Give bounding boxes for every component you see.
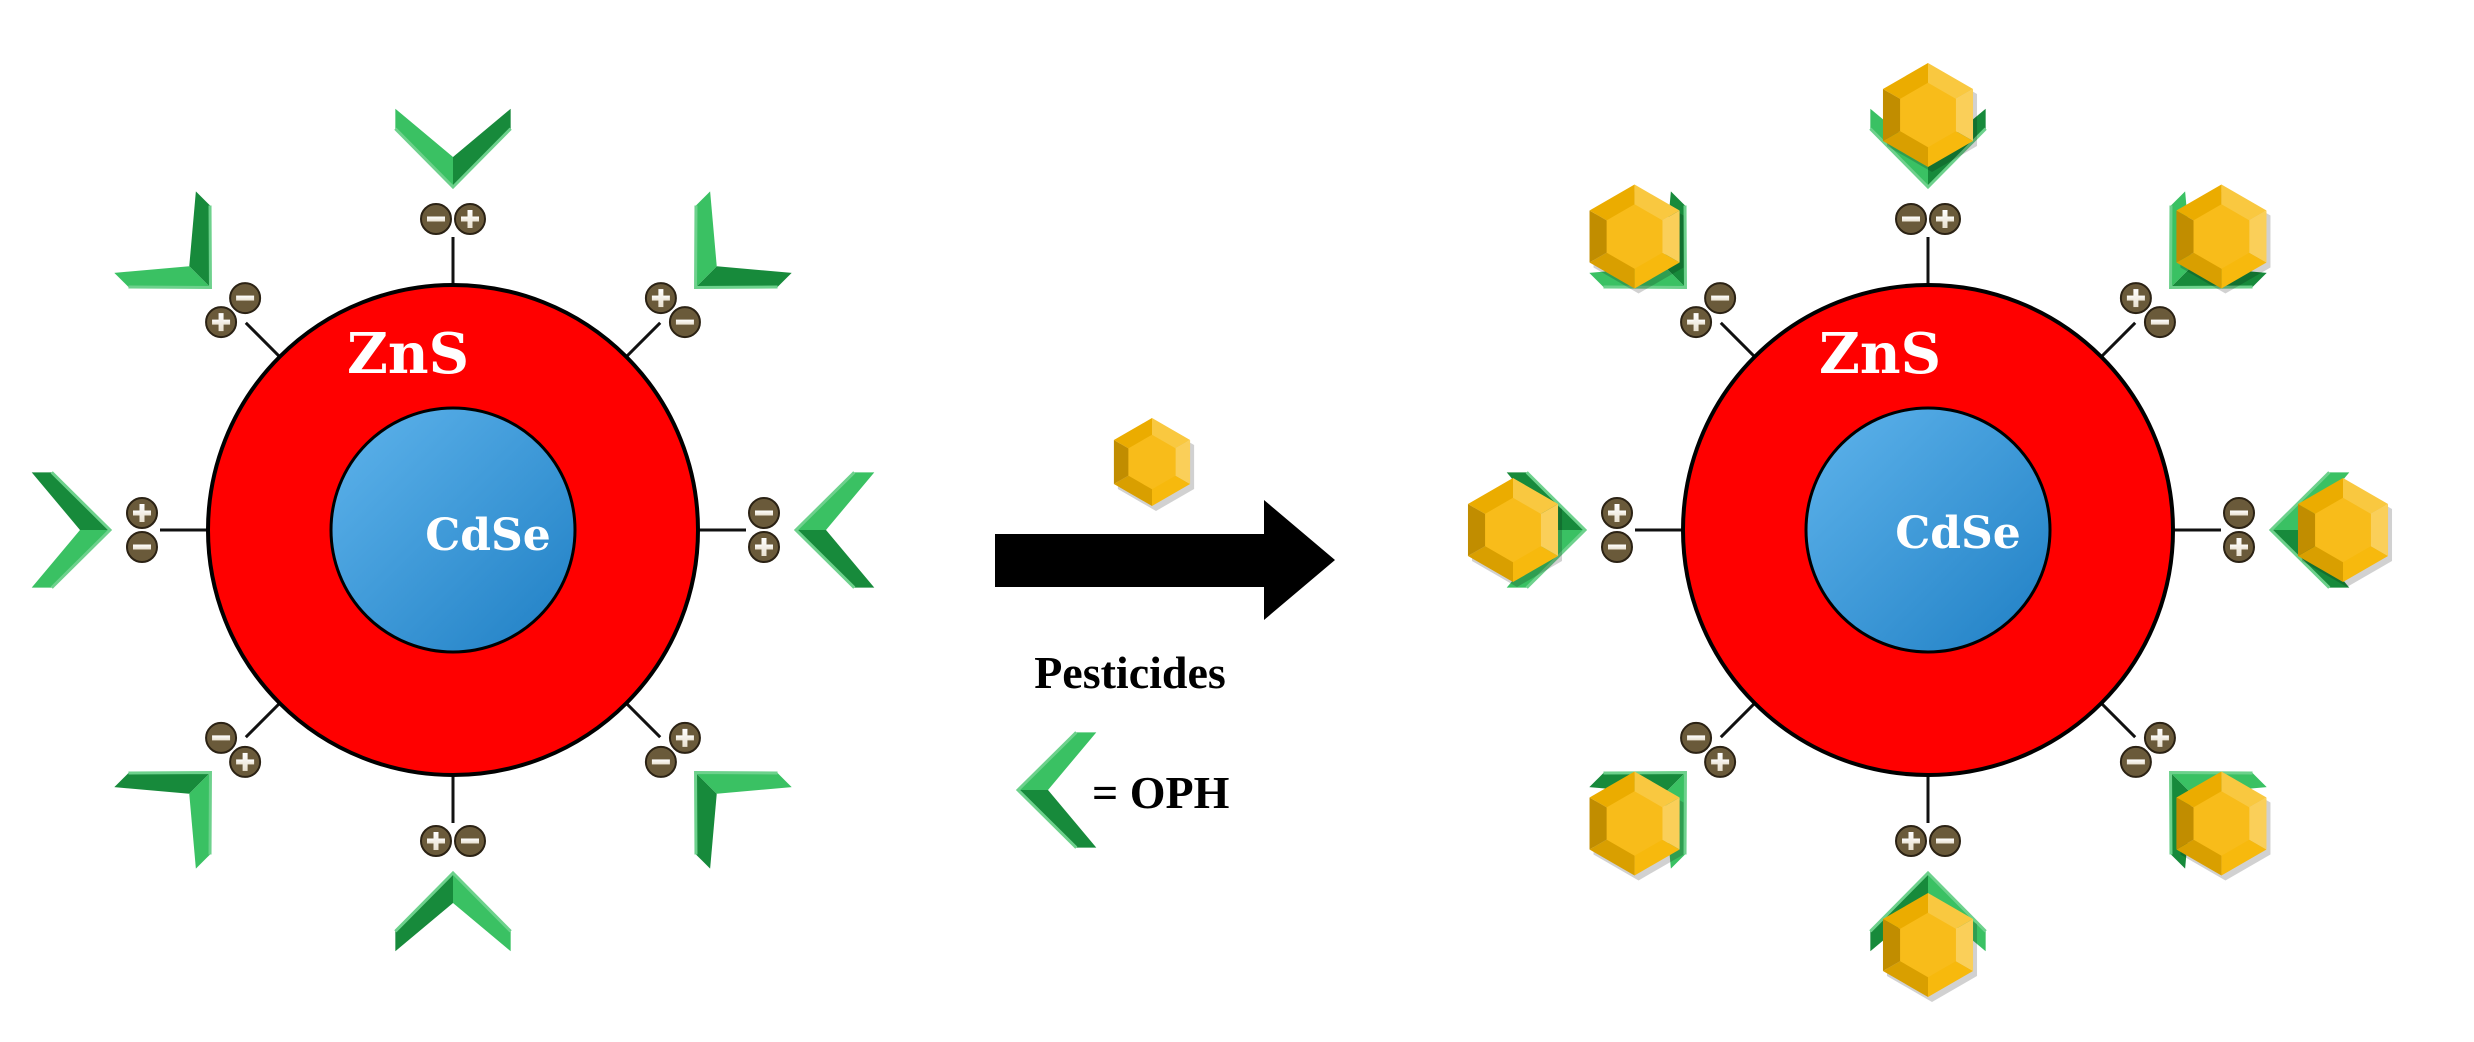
charge-minus-icon [2143, 306, 2176, 339]
oph-enzyme-chevron-icon [394, 108, 512, 190]
pesticide-hexagon-icon [1113, 418, 1195, 511]
charge-minus-icon [1704, 282, 1737, 315]
right-cdse-core [1804, 406, 2052, 654]
charge-minus-icon [2119, 745, 2152, 778]
charge-plus-icon [205, 306, 238, 339]
charge-plus-icon [1601, 497, 1633, 529]
charge-plus-icon [2143, 721, 2176, 754]
right-ligand-arm [2100, 702, 2271, 881]
charge-plus-icon [454, 203, 486, 235]
charge-plus-icon [126, 497, 158, 529]
oph-enzyme-chevron-icon [1015, 731, 1097, 849]
pesticide-hexagon-icon [1882, 63, 1978, 172]
right-zns-label: ZnS [1819, 321, 1941, 387]
oph-enzyme-chevron-icon [394, 870, 512, 952]
charge-minus-icon [454, 825, 486, 857]
charge-minus-icon [420, 203, 452, 235]
left-ligand-arm [625, 191, 792, 358]
pesticide-hexagon-icon [1589, 184, 1684, 294]
oph-legend-chevron-icon [1015, 731, 1097, 849]
right-ligand-arm [2100, 184, 2271, 358]
oph-enzyme-chevron-icon [114, 191, 212, 289]
charge-plus-icon [1895, 825, 1927, 857]
charge-plus-icon [748, 531, 780, 563]
charge-plus-icon [644, 282, 677, 315]
right-ligand-arm [1589, 184, 1756, 358]
oph-enzyme-chevron-icon [114, 771, 212, 869]
pesticide-hexagon-icon [1589, 771, 1684, 881]
oph-enzyme-chevron-icon [793, 471, 875, 589]
charge-minus-icon [668, 306, 701, 339]
left-ligand-arm [394, 108, 512, 285]
pesticide-hexagon-icon [1882, 893, 1978, 1002]
charge-minus-icon [1895, 203, 1927, 235]
charge-minus-icon [1601, 531, 1633, 563]
charge-plus-icon [420, 825, 452, 857]
pesticide-hexagon-icon [1113, 418, 1195, 511]
oph-enzyme-chevron-icon [694, 191, 792, 289]
left-ligand-arm [114, 191, 281, 358]
charge-minus-icon [1680, 721, 1713, 754]
pesticide-hexagon-icon [2297, 478, 2393, 587]
right-ligand-arm [1589, 702, 1756, 881]
left-ligand-arm [394, 775, 512, 952]
charge-minus-icon [1929, 825, 1961, 857]
right-ligand-arm [1869, 63, 1987, 285]
right-ligand-arm [1467, 471, 1683, 589]
charge-minus-icon [126, 531, 158, 563]
charge-plus-icon [2223, 531, 2255, 563]
oph-legend-label: = OPH [1092, 767, 1230, 818]
pesticide-hexagon-icon [2176, 771, 2271, 881]
charge-plus-icon [1929, 203, 1961, 235]
charge-plus-icon [2119, 282, 2152, 315]
left-cdse-label: CdSe [425, 510, 551, 561]
charge-plus-icon [1680, 306, 1713, 339]
left-ligand-arm [114, 702, 281, 869]
charge-plus-icon [668, 721, 701, 754]
charge-minus-icon [748, 497, 780, 529]
charge-minus-icon [229, 282, 262, 315]
pesticide-hexagon-icon [2176, 184, 2271, 294]
charge-plus-icon [229, 745, 262, 778]
right-ligand-arm [2173, 471, 2393, 589]
left-quantum-dot: ZnS CdSe [31, 108, 875, 952]
charge-minus-icon [205, 721, 238, 754]
oph-enzyme-chevron-icon [31, 471, 113, 589]
right-ligand-arm [1869, 775, 1987, 1002]
right-quantum-dot: ZnS CdSe [1467, 63, 2393, 1002]
left-cdse-core [329, 406, 577, 654]
charge-minus-icon [644, 745, 677, 778]
reaction-arrow [995, 500, 1335, 620]
left-ligand-arm [625, 702, 792, 869]
left-ligand-arm [698, 471, 875, 589]
charge-plus-icon [1704, 745, 1737, 778]
charge-minus-icon [2223, 497, 2255, 529]
left-ligand-arm [31, 471, 208, 589]
pesticides-label: Pesticides [1034, 647, 1226, 698]
reaction-arrow-group: Pesticides = OPH [995, 418, 1335, 849]
right-cdse-label: CdSe [1895, 508, 2021, 559]
pesticide-hexagon-icon [1467, 478, 1563, 587]
left-zns-label: ZnS [347, 321, 469, 387]
oph-enzyme-chevron-icon [694, 771, 792, 869]
